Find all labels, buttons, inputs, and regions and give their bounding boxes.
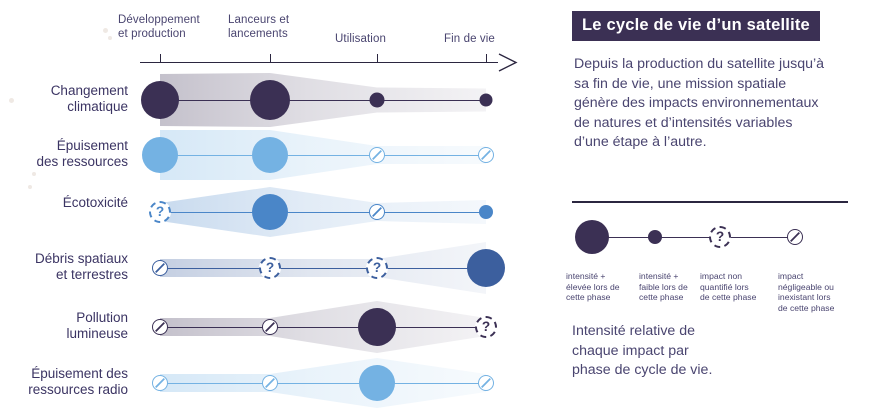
marker-negligible-icon-r4c0 bbox=[152, 319, 168, 335]
row-label-5: Épuisement des ressources radio bbox=[28, 366, 128, 397]
row-track-2 bbox=[160, 212, 486, 214]
row-track-0 bbox=[160, 100, 486, 102]
marker-negligible-icon-r3c0 bbox=[152, 260, 168, 276]
slash-icon bbox=[154, 377, 165, 388]
slash-icon bbox=[480, 149, 491, 160]
slash-icon bbox=[371, 206, 382, 217]
marker-negligible-icon-r5c3 bbox=[478, 375, 494, 391]
decorative-speck bbox=[103, 28, 108, 33]
legend-caption-2: impact non quantifié lors de cette phase bbox=[700, 271, 757, 303]
decorative-speck bbox=[108, 36, 112, 40]
legend-symbol-small-dot bbox=[648, 230, 662, 244]
marker-dot-r0c2 bbox=[369, 92, 385, 108]
marker-negligible-icon-r5c0 bbox=[152, 375, 168, 391]
timeline-tick bbox=[270, 54, 271, 63]
marker-dot-r5c2 bbox=[359, 365, 395, 401]
timeline-tick bbox=[377, 54, 378, 63]
timeline-axis bbox=[140, 62, 498, 63]
row-track-3 bbox=[160, 268, 486, 270]
question-mark-icon-r4c3: ? bbox=[475, 316, 497, 338]
row-label-wrap-5: Épuisement des ressources radio bbox=[0, 366, 128, 398]
marker-dot-r2c1 bbox=[252, 194, 288, 230]
marker-negligible-icon-r5c1 bbox=[262, 375, 278, 391]
marker-dot-r2c3 bbox=[479, 205, 493, 219]
marker-dot-r4c2 bbox=[358, 308, 396, 346]
legend-symbol-question: ? bbox=[709, 226, 731, 248]
marker-negligible-icon-r2c2 bbox=[369, 204, 385, 220]
timeline-phase-label-2: Utilisation bbox=[335, 33, 386, 45]
row-label-wrap-3: Débris spatiaux et terrestres bbox=[0, 251, 128, 283]
slash-icon bbox=[789, 231, 800, 242]
decorative-speck bbox=[32, 172, 36, 176]
row-label-3: Débris spatiaux et terrestres bbox=[34, 251, 128, 282]
marker-dot-r0c3 bbox=[479, 93, 493, 107]
marker-dot-r1c1 bbox=[252, 137, 288, 173]
marker-dot-r0c1 bbox=[250, 80, 290, 120]
legend-caption-1: intensité + faible lors de cette phase bbox=[639, 271, 688, 303]
question-mark-icon-r3c2: ? bbox=[366, 257, 388, 279]
legend-symbol-slash bbox=[787, 229, 803, 245]
marker-dot-r3c3 bbox=[467, 249, 505, 287]
legend-caption-3: impact négligeable ou inexistant lors de… bbox=[778, 271, 835, 313]
legend-track bbox=[592, 237, 795, 239]
legend-symbol-large-dot bbox=[575, 220, 609, 254]
row-label-wrap-2: Écotoxicité bbox=[0, 195, 128, 211]
decorative-speck bbox=[28, 185, 32, 189]
timeline-tick bbox=[160, 54, 161, 63]
legend-divider bbox=[572, 201, 848, 203]
marker-dot-r0c0 bbox=[141, 81, 179, 119]
legend-caption: Intensité relative de chaque impact par … bbox=[572, 323, 713, 378]
timeline-phase-label-3: Fin de vie bbox=[444, 33, 495, 45]
row-label-4: Pollution lumineuse bbox=[66, 310, 128, 341]
row-label-wrap-4: Pollution lumineuse bbox=[0, 310, 128, 342]
legend-caption-0: intensité + élevée lors de cette phase bbox=[566, 271, 620, 303]
slash-icon bbox=[154, 262, 165, 273]
slash-icon bbox=[264, 321, 275, 332]
page-title: Le cycle de vie d’un satellite bbox=[582, 16, 810, 34]
timeline-tick bbox=[486, 54, 487, 63]
marker-negligible-icon-r4c1 bbox=[262, 319, 278, 335]
row-label-wrap-0: Changement climatique bbox=[0, 83, 128, 115]
marker-negligible-icon-r1c3 bbox=[478, 147, 494, 163]
slash-icon bbox=[264, 377, 275, 388]
decorative-speck bbox=[9, 98, 14, 103]
slash-icon bbox=[480, 377, 491, 388]
row-track-5 bbox=[160, 383, 486, 385]
row-label-wrap-1: Épuisement des ressources bbox=[0, 138, 128, 170]
question-mark-icon-r2c0: ? bbox=[149, 201, 171, 223]
timeline-phase-label-0: Développement et production bbox=[118, 14, 200, 40]
panel-title-bar: Le cycle de vie d’un satellite bbox=[572, 11, 820, 41]
slash-icon bbox=[371, 149, 382, 160]
row-track-4 bbox=[160, 327, 486, 329]
row-label-0: Changement climatique bbox=[50, 83, 128, 114]
row-track-1 bbox=[160, 155, 486, 157]
row-label-2: Écotoxicité bbox=[62, 195, 128, 210]
panel-intro-text: Depuis la production du satellite jusqu’… bbox=[574, 56, 825, 150]
timeline-phase-label-1: Lanceurs et lancements bbox=[228, 14, 290, 40]
marker-negligible-icon-r1c2 bbox=[369, 147, 385, 163]
question-mark-icon-r3c1: ? bbox=[259, 257, 281, 279]
slash-icon bbox=[154, 321, 165, 332]
timeline-arrow-icon bbox=[498, 53, 518, 72]
marker-dot-r1c0 bbox=[142, 137, 178, 173]
row-label-1: Épuisement des ressources bbox=[36, 138, 128, 169]
